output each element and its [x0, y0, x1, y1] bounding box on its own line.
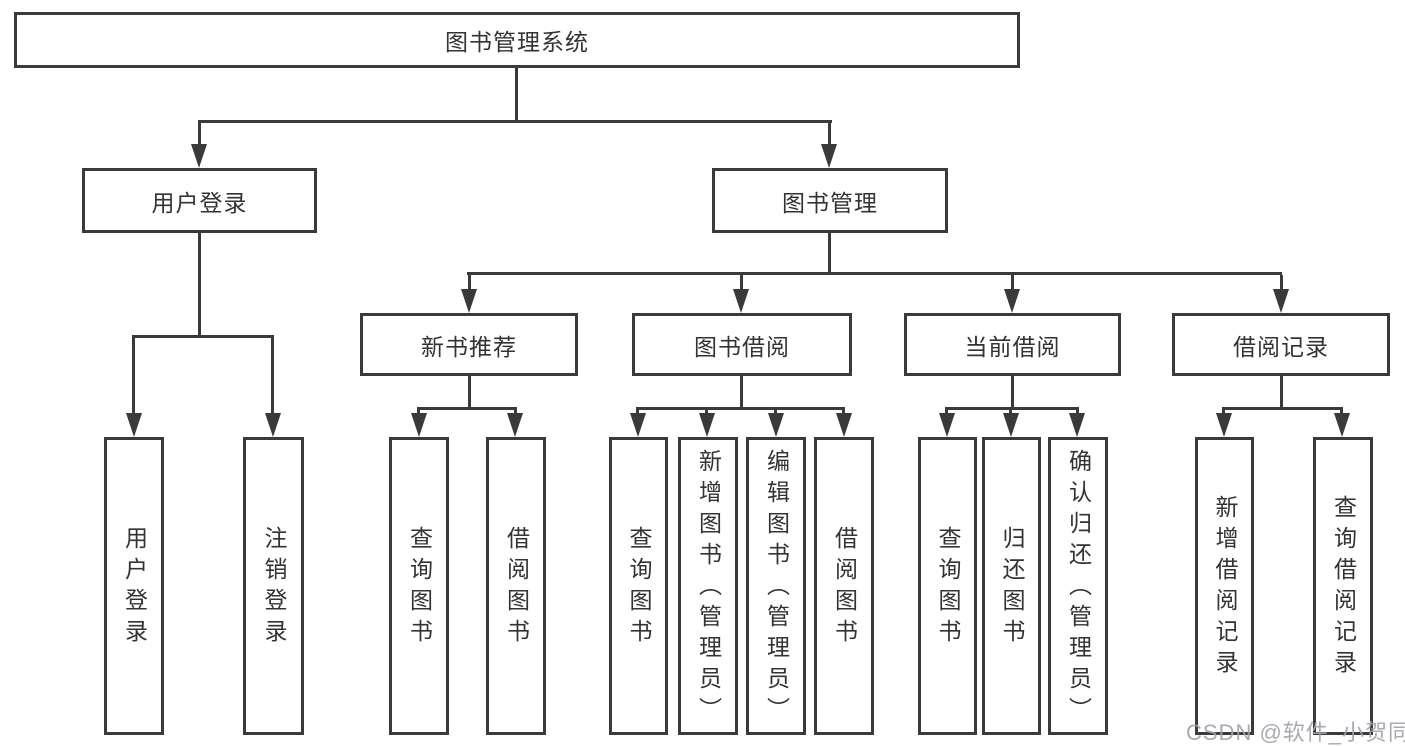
leaf-borrow-books-recommend: 借阅图书 — [486, 437, 546, 735]
node-user-login-branch: 用户登录 — [82, 168, 317, 233]
arrow-down-icon — [768, 413, 784, 437]
connector-line — [740, 275, 743, 289]
connector-line — [705, 410, 708, 414]
connector-line — [636, 407, 845, 410]
arrow-down-icon — [1334, 413, 1350, 437]
connector-line — [271, 338, 274, 413]
connector-line — [1222, 410, 1225, 414]
connector-line — [1009, 410, 1012, 414]
arrow-down-icon — [1216, 413, 1232, 437]
connector-line — [1222, 407, 1343, 410]
arrow-down-icon — [507, 413, 523, 437]
connector-line — [842, 410, 845, 414]
connector-line — [132, 335, 274, 338]
connector-line — [636, 410, 639, 414]
leaf-borrow-books-borrowing: 借阅图书 — [814, 437, 874, 735]
leaf-add-borrow-record: 新增借阅记录 — [1195, 437, 1254, 735]
connector-line — [828, 233, 831, 275]
connector-line — [514, 410, 517, 414]
connector-line — [132, 338, 135, 413]
leaf-query-books-recommend: 查询图书 — [389, 437, 449, 735]
connector-line — [740, 376, 743, 410]
arrow-down-icon — [1003, 413, 1019, 437]
connector-line — [468, 275, 471, 289]
arrow-down-icon — [1273, 289, 1289, 313]
leaf-logout: 注销登录 — [243, 437, 304, 735]
node-book-borrowing: 图书借阅 — [632, 313, 852, 376]
arrow-down-icon — [126, 413, 142, 437]
leaf-query-borrow-record: 查询借阅记录 — [1313, 437, 1373, 735]
arrow-down-icon — [733, 289, 749, 313]
connector-line — [1011, 376, 1014, 410]
arrow-down-icon — [699, 413, 715, 437]
connector-line — [467, 272, 1282, 275]
connector-line — [417, 407, 517, 410]
connector-line — [774, 410, 777, 414]
leaf-add-book-admin: 新增图书（管理员） — [678, 437, 738, 735]
arrow-down-icon — [411, 413, 427, 437]
node-borrowing-records: 借阅记录 — [1172, 313, 1390, 376]
arrow-down-icon — [836, 413, 852, 437]
node-book-management-branch: 图书管理 — [712, 168, 948, 233]
leaf-edit-book-admin: 编辑图书（管理员） — [746, 437, 806, 735]
connector-line — [515, 68, 518, 123]
arrow-down-icon — [191, 144, 207, 168]
arrow-down-icon — [1004, 289, 1020, 313]
node-root: 图书管理系统 — [14, 12, 1020, 68]
connector-line — [198, 120, 832, 123]
arrow-down-icon — [939, 413, 955, 437]
arrow-down-icon — [461, 289, 477, 313]
node-new-book-recommendation: 新书推荐 — [360, 313, 578, 376]
connector-line — [1340, 410, 1343, 414]
connector-line — [468, 376, 471, 410]
connector-line — [945, 407, 1079, 410]
watermark: CSDN @软件_小贺同学 — [1186, 720, 1405, 745]
leaf-confirm-return-admin: 确认归还（管理员） — [1048, 437, 1108, 735]
connector-line — [1076, 410, 1079, 414]
connector-line — [1280, 275, 1283, 289]
arrow-down-icon — [821, 144, 837, 168]
connector-line — [198, 233, 201, 338]
leaf-return-books: 归还图书 — [982, 437, 1041, 735]
connector-line — [417, 410, 420, 414]
connector-line — [945, 410, 948, 414]
node-current-borrowing: 当前借阅 — [904, 313, 1121, 376]
arrow-down-icon — [630, 413, 646, 437]
connector-line — [828, 123, 831, 144]
connector-line — [1011, 275, 1014, 289]
arrow-down-icon — [1069, 413, 1085, 437]
leaf-query-books-current: 查询图书 — [918, 437, 977, 735]
connector-line — [198, 123, 201, 144]
leaf-query-books-borrowing: 查询图书 — [609, 437, 668, 735]
leaf-user-login: 用户登录 — [104, 437, 164, 735]
arrow-down-icon — [265, 413, 281, 437]
connector-line — [1280, 376, 1283, 410]
